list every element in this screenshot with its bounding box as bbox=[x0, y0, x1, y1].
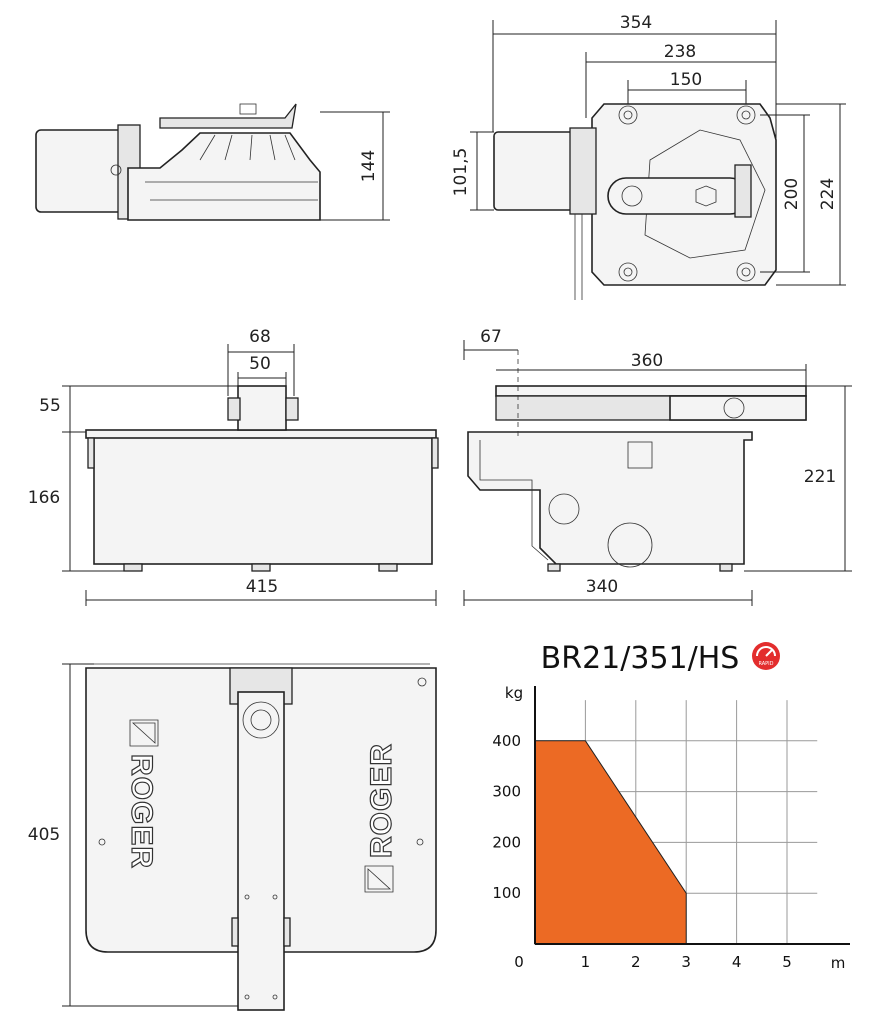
side-section-view: 67 360 221 340 bbox=[463, 327, 852, 606]
lid-brand-text-left: ROGER bbox=[125, 754, 158, 869]
chart-y-tick-label: 200 bbox=[492, 833, 521, 851]
chart-x-axis-label: m bbox=[831, 954, 846, 972]
side-view-operator: 144 bbox=[35, 103, 390, 221]
side-view-height-label: 144 bbox=[359, 150, 379, 182]
chart-y-tick-label: 300 bbox=[492, 783, 521, 801]
chart-x-tick-label: 3 bbox=[681, 953, 691, 971]
section-total-height-label: 221 bbox=[804, 467, 836, 487]
chart-x-tick-label: 4 bbox=[732, 953, 742, 971]
front-width-label: 415 bbox=[246, 577, 278, 597]
section-offset-label: 67 bbox=[480, 327, 502, 347]
section-lever-length-label: 360 bbox=[631, 351, 663, 371]
rapid-badge-text: RAPID bbox=[758, 661, 773, 667]
roger-logo-right: ROGER bbox=[364, 742, 399, 893]
chart-x-tick-label: 2 bbox=[631, 953, 641, 971]
lid-view: ROGER ROGER 405 bbox=[28, 663, 437, 1011]
plan-view-operator: 354 238 150 101,5 200 224 bbox=[451, 13, 846, 300]
section-depth-label: 340 bbox=[586, 577, 618, 597]
front-box-height-label: 166 bbox=[28, 488, 60, 508]
front-top-inner-label: 50 bbox=[249, 354, 271, 374]
roger-logo-left: ROGER bbox=[124, 719, 159, 870]
chart-axes bbox=[534, 686, 850, 945]
front-view-box: 68 50 55 166 415 bbox=[28, 327, 439, 606]
plan-width-150-label: 150 bbox=[670, 70, 702, 90]
rapid-badge: RAPID bbox=[752, 642, 780, 670]
plan-depth-200-label: 200 bbox=[782, 178, 802, 210]
plan-motor-height-label: 101,5 bbox=[451, 148, 471, 197]
chart-x-tick-label: 1 bbox=[581, 953, 591, 971]
plan-width-238-label: 238 bbox=[664, 42, 696, 62]
chart-title: BR21/351/HS bbox=[541, 641, 740, 676]
front-top-outer-label: 68 bbox=[249, 327, 271, 347]
chart-y-tick-label: 100 bbox=[492, 884, 521, 902]
chart-y-tick-label: 400 bbox=[492, 732, 521, 750]
chart-x-tick-label: 5 bbox=[782, 953, 792, 971]
chart-ticks: 0 1 2 3 4 5 100 200 300 400 bbox=[492, 732, 791, 971]
plan-width-354-label: 354 bbox=[620, 13, 652, 33]
lid-brand-text-right: ROGER bbox=[365, 743, 398, 858]
plan-depth-224-label: 224 bbox=[818, 178, 838, 210]
chart-x-tick-label: 0 bbox=[514, 953, 524, 971]
lid-height-label: 405 bbox=[28, 825, 60, 845]
front-upper-height-label: 55 bbox=[39, 396, 61, 416]
chart-y-axis-label: kg bbox=[505, 684, 523, 702]
